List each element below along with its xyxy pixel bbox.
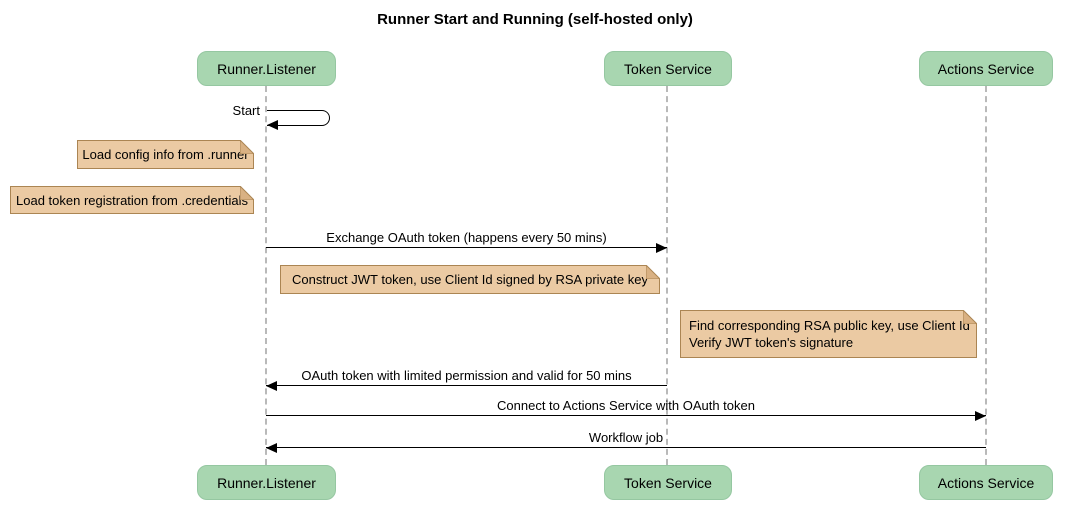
- participant-runner-listener-bottom: Runner.Listener: [197, 465, 336, 500]
- message-line: [266, 447, 986, 448]
- participant-token-service-bottom: Token Service: [604, 465, 732, 500]
- note-text: Load token registration from .credential…: [16, 192, 248, 208]
- self-message-label: Start: [232, 103, 260, 118]
- participant-actions-service-top: Actions Service: [919, 51, 1053, 86]
- note-text: Construct JWT token, use Client Id signe…: [292, 272, 648, 287]
- message-label: Exchange OAuth token (happens every 50 m…: [326, 230, 607, 245]
- note-load-config: Load config info from .runner: [77, 140, 254, 169]
- note-fold: [963, 310, 977, 324]
- message-line: [266, 247, 667, 248]
- participant-token-service-top: Token Service: [604, 51, 732, 86]
- arrowhead-icon: [266, 381, 277, 391]
- note-verify-jwt: Find corresponding RSA public key, use C…: [680, 310, 977, 358]
- arrowhead-icon: [656, 243, 667, 253]
- note-text-line: Verify JWT token's signature: [689, 335, 854, 350]
- message-exchange-oauth-token: Exchange OAuth token (happens every 50 m…: [266, 230, 667, 253]
- message-connect-actions-service: Connect to Actions Service with OAuth to…: [266, 398, 986, 421]
- note-text-line: Find corresponding RSA public key, use C…: [689, 318, 970, 333]
- note-construct-jwt: Construct JWT token, use Client Id signe…: [280, 265, 660, 294]
- note-text: Load config info from .runner: [82, 147, 249, 162]
- arrowhead-icon: [267, 120, 278, 130]
- self-message-loop: [267, 110, 330, 126]
- arrowhead-icon: [975, 411, 986, 421]
- note-fold: [646, 265, 660, 279]
- participant-runner-listener-top: Runner.Listener: [197, 51, 336, 86]
- message-label: Workflow job: [588, 430, 664, 445]
- message-label: Connect to Actions Service with OAuth to…: [497, 398, 755, 413]
- message-workflow-job: Workflow job: [266, 430, 986, 453]
- lifeline-runner-listener: [265, 86, 267, 465]
- note-fold: [240, 140, 254, 154]
- lifeline-token-service: [666, 86, 668, 465]
- arrowhead-icon: [266, 443, 277, 453]
- participant-actions-service-bottom: Actions Service: [919, 465, 1053, 500]
- note-load-token-registration: Load token registration from .credential…: [10, 186, 254, 214]
- message-oauth-token-returned: OAuth token with limited permission and …: [266, 368, 667, 391]
- diagram-title: Runner Start and Running (self-hosted on…: [377, 11, 693, 28]
- message-label: OAuth token with limited permission and …: [301, 368, 632, 383]
- message-line: [266, 415, 986, 416]
- lifeline-actions-service: [985, 86, 987, 465]
- note-fold: [240, 186, 254, 200]
- message-line: [266, 385, 667, 386]
